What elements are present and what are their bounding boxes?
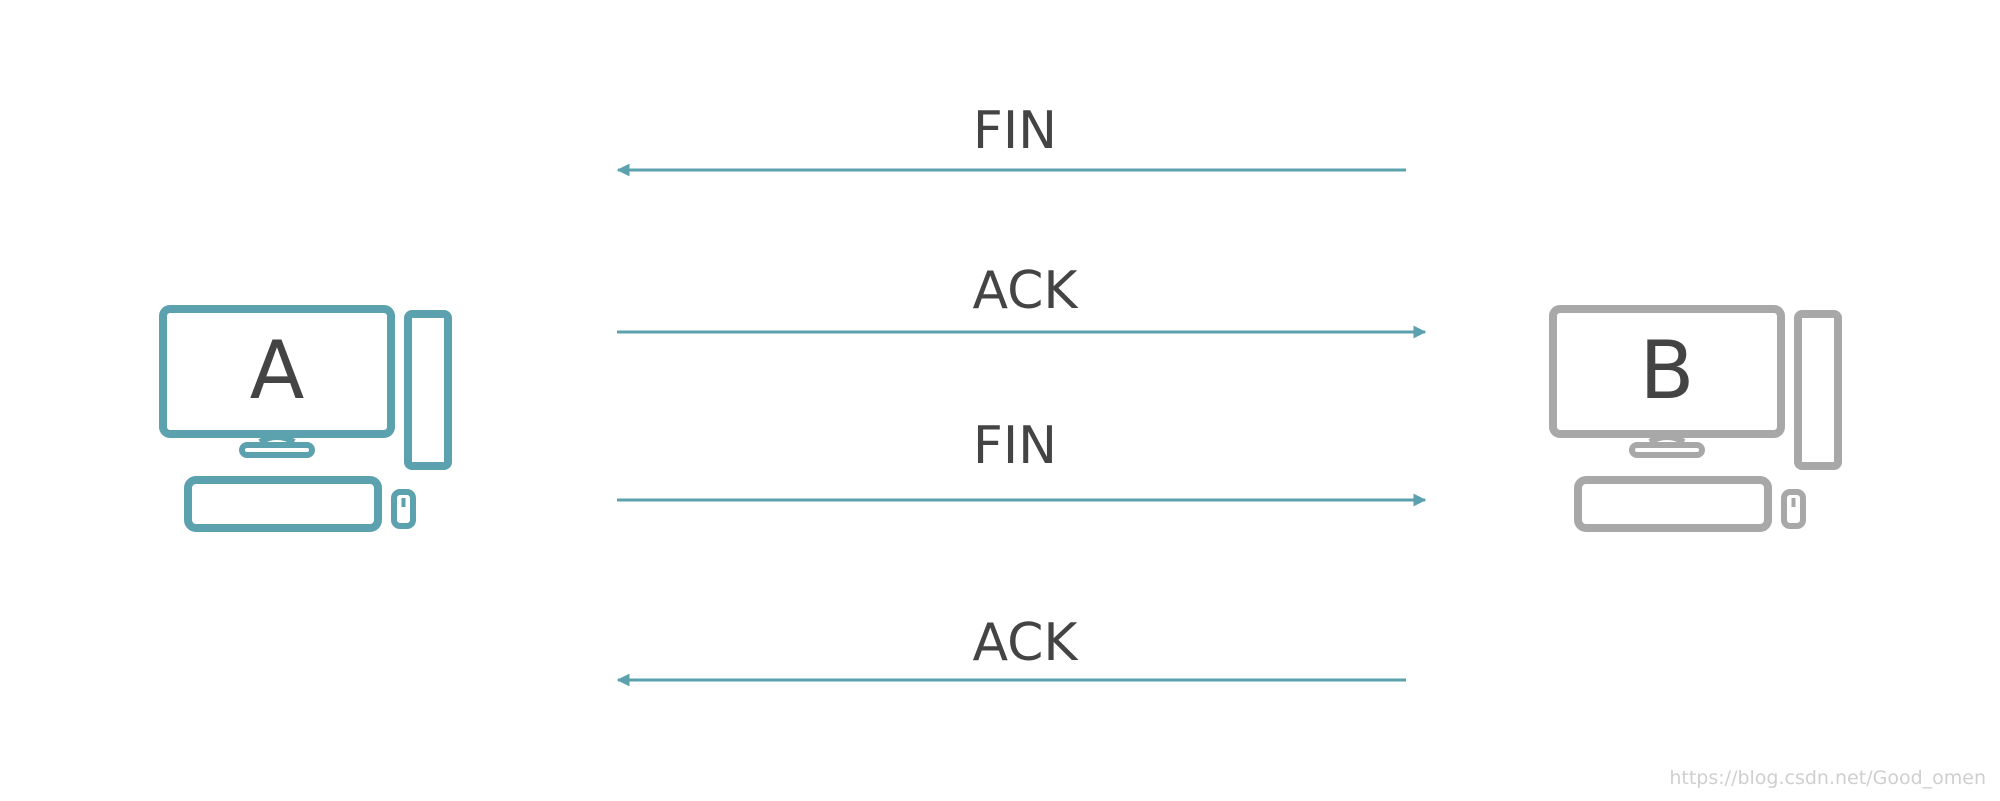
- desktop-computer-icon: [1549, 305, 1842, 532]
- message-label: ACK: [972, 613, 1079, 673]
- monitor-neck: [258, 434, 296, 445]
- mouse: [391, 489, 416, 529]
- desktop-computer-icon: [159, 305, 452, 532]
- tower: [404, 310, 452, 470]
- monitor-stand: [239, 442, 315, 458]
- monitor-neck: [1648, 434, 1686, 445]
- message-ack-a-to-b: ACK: [617, 261, 1427, 339]
- message-label: ACK: [972, 261, 1079, 321]
- node-label-a: A: [250, 324, 305, 417]
- keyboard: [1574, 476, 1772, 532]
- node-label-b: B: [1640, 324, 1695, 417]
- monitor-stand: [1629, 442, 1705, 458]
- message-fin-a-to-b: FIN: [617, 416, 1427, 507]
- message-label: FIN: [973, 101, 1057, 161]
- message-fin-b-to-a: FIN: [616, 101, 1406, 177]
- computer-b: B: [1549, 305, 1842, 532]
- mouse: [1781, 489, 1806, 529]
- message-label: FIN: [973, 416, 1057, 476]
- watermark-text: https://blog.csdn.net/Good_omen: [1669, 767, 1986, 789]
- keyboard: [184, 476, 382, 532]
- computer-a: A: [159, 305, 452, 532]
- message-ack-b-to-a: ACK: [616, 613, 1406, 687]
- tower: [1794, 310, 1842, 470]
